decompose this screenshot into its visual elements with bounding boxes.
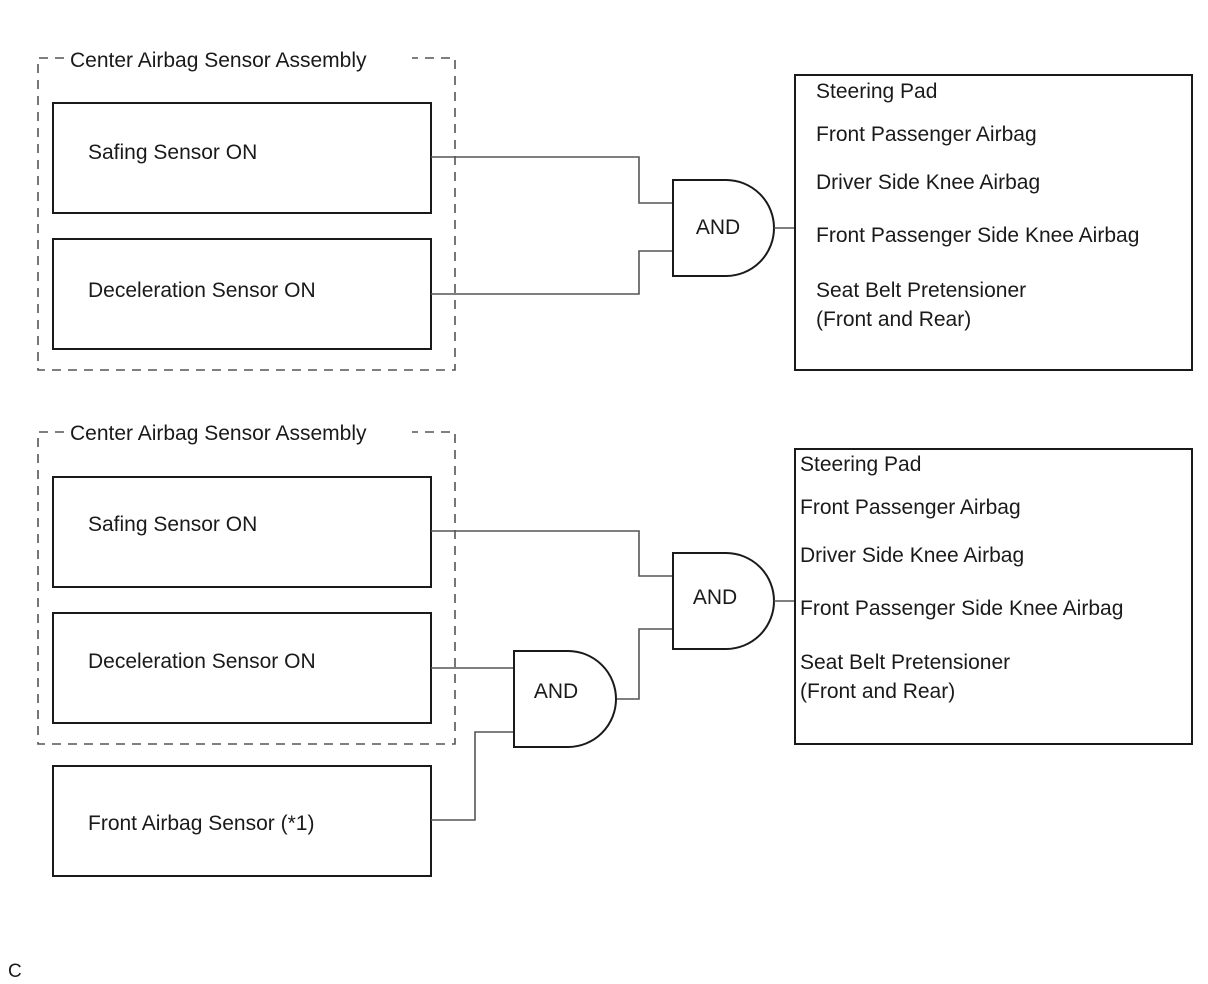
output-box-2	[794, 448, 1193, 745]
front-airbag-sensor-box	[52, 765, 432, 877]
assembly-label-1: Center Airbag Sensor Assembly	[70, 49, 367, 72]
wire-decel-1	[431, 250, 673, 295]
output-box-1	[794, 74, 1193, 371]
and-gate-sub	[513, 650, 617, 748]
safing-sensor-box-2	[52, 476, 432, 588]
output-item: (Front and Rear)	[800, 680, 955, 703]
output-item: Seat Belt Pretensioner	[816, 279, 1026, 302]
wire-safing-2	[431, 530, 673, 577]
and-gate-1	[672, 179, 775, 277]
and-gate-sub-label: AND	[534, 680, 578, 703]
deceleration-sensor-box-1	[52, 238, 432, 350]
diagram-1: Center Airbag Sensor Assembly Safing Sen…	[37, 49, 1193, 371]
output-item: Front Passenger Side Knee Airbag	[816, 224, 1139, 247]
output-item: Steering Pad	[800, 453, 921, 476]
wire-front-sensor	[431, 731, 514, 821]
front-airbag-sensor-label: Front Airbag Sensor (*1)	[88, 812, 314, 835]
output-item: Driver Side Knee Airbag	[816, 171, 1040, 194]
safing-sensor-box-1	[52, 102, 432, 214]
wire-safing-1	[431, 156, 673, 204]
output-item: Front Passenger Side Knee Airbag	[800, 597, 1123, 620]
output-item: Front Passenger Airbag	[816, 123, 1037, 146]
assembly-border-1	[37, 57, 456, 371]
safing-sensor-label-2: Safing Sensor ON	[88, 513, 257, 536]
deceleration-sensor-label-2: Deceleration Sensor ON	[88, 650, 316, 673]
output-item: Front Passenger Airbag	[800, 496, 1021, 519]
deceleration-sensor-label-1: Deceleration Sensor ON	[88, 279, 316, 302]
and-gate-2	[672, 552, 775, 650]
and-gate-label-2: AND	[693, 586, 737, 609]
safing-sensor-label-1: Safing Sensor ON	[88, 141, 257, 164]
and-gate-label-1: AND	[696, 216, 740, 239]
footer-code: C	[8, 961, 22, 982]
assembly-border-2	[37, 431, 456, 745]
wire-subgate-out	[617, 628, 673, 700]
output-item: (Front and Rear)	[816, 308, 971, 331]
output-item: Driver Side Knee Airbag	[800, 544, 1024, 567]
diagram-2: Center Airbag Sensor Assembly Safing Sen…	[37, 422, 1193, 877]
output-item: Steering Pad	[816, 80, 937, 103]
output-item: Seat Belt Pretensioner	[800, 651, 1010, 674]
deceleration-sensor-box-2	[52, 612, 432, 724]
assembly-label-2: Center Airbag Sensor Assembly	[70, 422, 367, 445]
